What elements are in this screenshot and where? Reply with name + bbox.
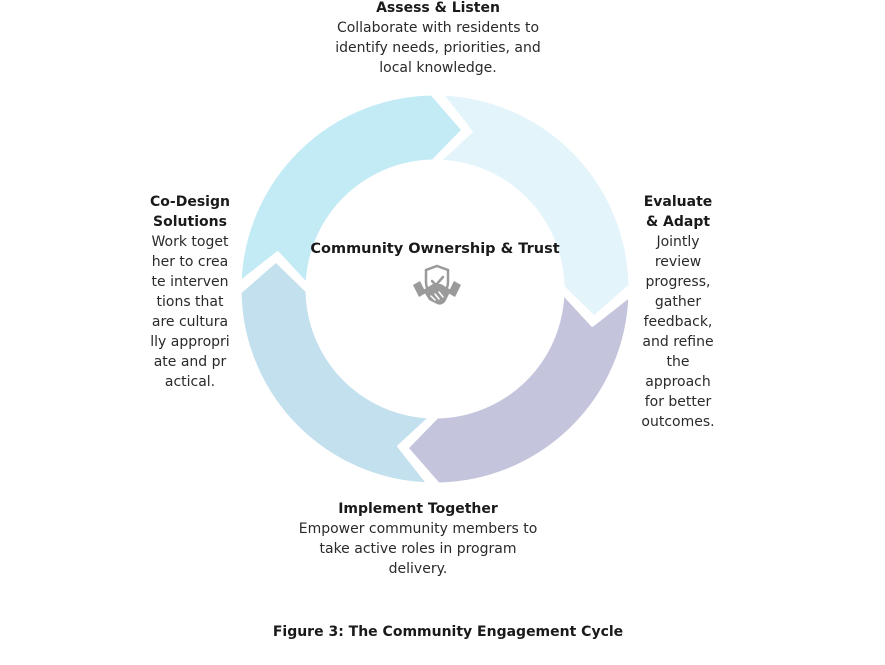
ring-segment-implement [238,259,433,486]
center-title: Community Ownership & Trust [310,241,560,257]
stage-assess-listen: Assess & Listen Collaborate with residen… [318,0,558,78]
stage-implement-together: Implement Together Empower community mem… [298,499,538,579]
ring-segment-codesign [238,92,465,287]
stage-title: Co-Design Solutions [150,194,230,230]
stage-co-design-solutions: Co-Design Solutions Work together to cre… [150,192,230,392]
stage-description: Collaborate with residents to identify n… [335,20,541,76]
stage-title: Implement Together [338,501,498,517]
figure-caption: Figure 3: The Community Engagement Cycle [272,624,624,640]
ring-segment-evaluate [405,291,632,486]
stage-description: Work together to create interventions th… [150,234,230,390]
stage-description: Empower community members to take active… [298,521,538,577]
stage-description: Jointly review progress, gather feedback… [641,234,715,430]
ring-segment-assess [437,92,632,319]
stage-title: Evaluate & Adapt [643,194,713,230]
stage-title: Assess & Listen [376,0,500,16]
stage-evaluate-adapt: Evaluate & Adapt Jointly review progress… [638,192,718,432]
handshake-shield-icon [413,264,461,305]
